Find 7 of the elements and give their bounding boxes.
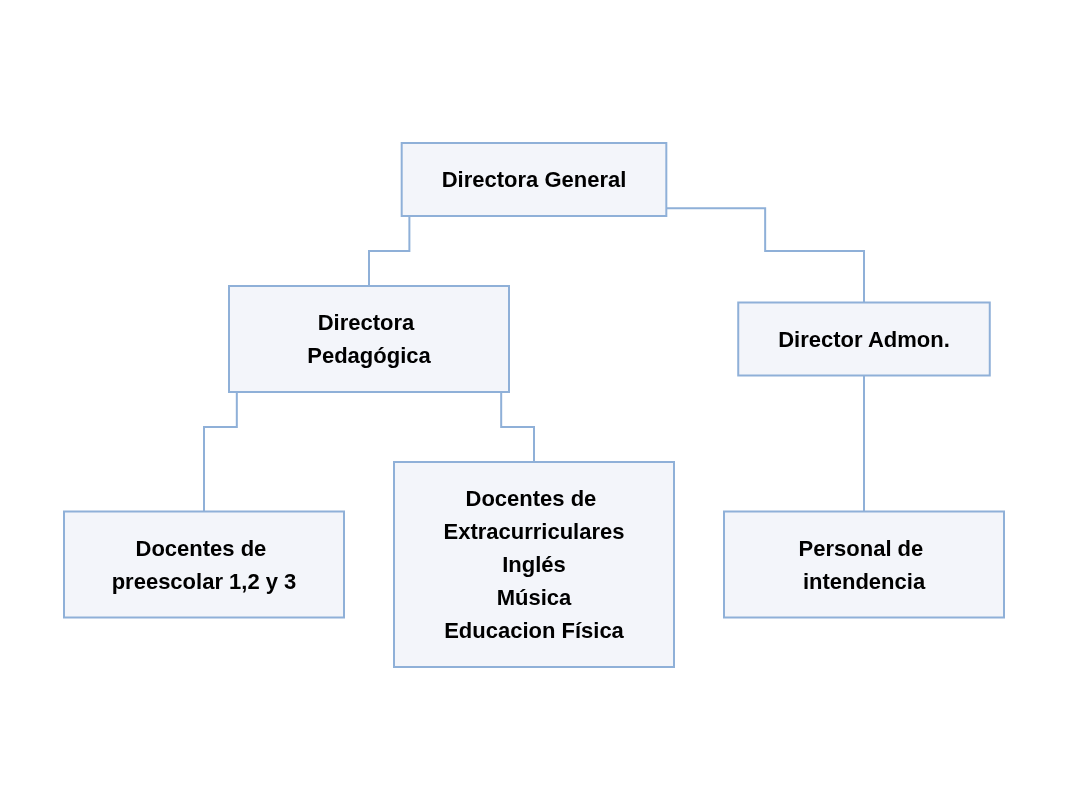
node-box: Directora Pedagógica [228,285,510,393]
node-box: Director Admon. [737,301,991,377]
node-box: Personal de intendencia [723,510,1005,619]
connector [863,374,865,513]
node-box: Docentes de preescolar 1,2 y 3 [63,510,345,619]
node-box: Directora General [400,142,668,217]
node-box: Docentes de Extracurriculares Inglés Música Educacion Física [393,461,675,668]
